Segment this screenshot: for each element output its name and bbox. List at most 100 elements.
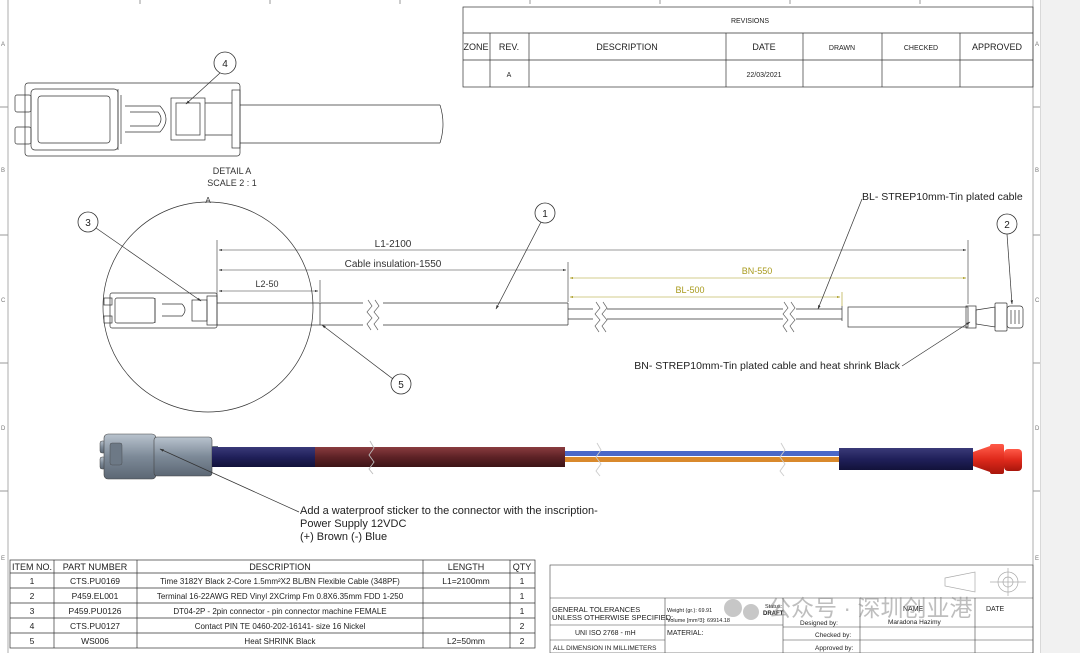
rev-header-zone: ZONE xyxy=(463,42,488,52)
tb-weight: Weight (gr.): 69.91 xyxy=(667,608,712,614)
detail-circle xyxy=(102,201,314,413)
dim-brown-label: BN-550 xyxy=(742,266,773,276)
balloon-3: 3 xyxy=(77,211,202,302)
bom-cell-desc: Contact PIN TE 0460-202-16141- size 16 N… xyxy=(195,622,366,631)
bom-cell-part: CTS.PU0169 xyxy=(70,576,120,586)
watermark: 公众号 · 深圳创业港 xyxy=(724,595,972,621)
balloon-4: 4 xyxy=(185,51,237,105)
balloon-2: 2 xyxy=(996,213,1018,305)
bom-cell-part: WS006 xyxy=(81,636,109,646)
rev-header-rev: REV. xyxy=(499,42,519,52)
title-block-text: GENERAL TOLERANCES UNLESS OTHERWISE SPEC… xyxy=(552,604,1004,652)
projection-symbol xyxy=(944,568,1026,596)
tol-dims: ALL DIMENSION IN MILLIMETERS xyxy=(553,645,657,652)
bom-cell-desc: Time 3182Y Black 2-Core 1.5mm²X2 BL/BN F… xyxy=(160,577,400,586)
callout-blue-leader xyxy=(817,198,863,310)
tol-iso: UNI ISO 2768 - mH xyxy=(575,630,636,637)
bom-row: 1 CTS.PU0169 Time 3182Y Black 2-Core 1.5… xyxy=(30,576,525,586)
bom-rows: 1 CTS.PU0169 Time 3182Y Black 2-Core 1.5… xyxy=(30,576,525,646)
dimension-lines xyxy=(216,240,969,304)
cable-outline xyxy=(217,299,1024,333)
bom-row: 2 P459.EL001 Terminal 16-22AWG RED Vinyl… xyxy=(30,591,525,601)
zone-letters: A B C D E A B C D E xyxy=(1,42,1040,562)
tb-volume: Volume [mm³3]: 69914.18 xyxy=(667,618,730,624)
bom-header-item: ITEM NO. xyxy=(12,562,52,572)
rev-header-approved: APPROVED xyxy=(972,42,1023,52)
bom-table xyxy=(9,559,536,649)
dim-insulation-label: Cable insulation-1550 xyxy=(345,259,442,270)
zone-letter: B xyxy=(1,168,5,174)
bom-cell-desc: DT04-2P - 2pin connector - pin connector… xyxy=(173,607,386,616)
tb-status-label: Status: xyxy=(765,604,783,610)
tb-checked: Checked by: xyxy=(815,632,851,639)
revisions-table xyxy=(462,6,1034,88)
revisions-title: REVISIONS xyxy=(731,18,769,25)
balloon-5-label: 5 xyxy=(398,380,404,391)
bom-cell-item: 3 xyxy=(30,606,35,616)
zone-letter: D xyxy=(1,426,6,432)
bom-row: 5 WS006 Heat SHRINK Black L2=50mm 2 xyxy=(30,636,525,646)
bom-cell-desc: Heat SHRINK Black xyxy=(244,637,316,646)
note-leader xyxy=(159,448,300,513)
right-panel-scrollbar[interactable] xyxy=(1040,0,1080,653)
rev-row-date: 22/03/2021 xyxy=(746,72,781,79)
tb-designed: Designed by: xyxy=(800,620,838,627)
bom-cell-length: L2=50mm xyxy=(447,636,485,646)
balloon-1-label: 1 xyxy=(542,209,548,220)
detail-circle-label: A xyxy=(205,196,211,205)
bom-row: 3 P459.PU0126 DT04-2P - 2pin connector -… xyxy=(30,606,525,616)
balloon-1: 1 xyxy=(495,202,556,310)
bom-cell-part: P459.PU0126 xyxy=(69,606,122,616)
note-line-3: (+) Brown (-) Blue xyxy=(300,531,387,543)
dim-strip-label: L2-50 xyxy=(255,279,278,289)
watermark-text: 公众号 · 深圳创业港 xyxy=(768,595,972,621)
bom-headers: ITEM NO. PART NUMBER DESCRIPTION LENGTH … xyxy=(12,562,531,572)
wire-dimension-lines xyxy=(569,276,967,306)
balloon-5: 5 xyxy=(321,324,412,395)
bom-row: 4 CTS.PU0127 Contact PIN TE 0460-202-161… xyxy=(30,621,525,631)
zone-letter: C xyxy=(1035,298,1040,304)
bom-cell-qty: 1 xyxy=(520,606,525,616)
bom-cell-qty: 2 xyxy=(520,636,525,646)
bom-cell-qty: 2 xyxy=(520,621,525,631)
title-block xyxy=(549,564,1034,653)
bom-header-length: LENGTH xyxy=(448,562,485,572)
zone-letter: C xyxy=(1,298,6,304)
detail-a-scale: SCALE 2 : 1 xyxy=(207,178,257,188)
rev-header-description: DESCRIPTION xyxy=(596,42,658,52)
connector-outline xyxy=(103,292,218,329)
zone-letter: D xyxy=(1035,426,1040,432)
tb-approved: Approved by: xyxy=(815,645,853,652)
bom-cell-item: 1 xyxy=(30,576,35,586)
drawing-canvas: A B C D E A B C D E REVISIONS ZONE REV. … xyxy=(0,0,1040,653)
bom-cell-qty: 1 xyxy=(520,576,525,586)
zone-letter: E xyxy=(1,556,5,562)
balloon-4-label: 4 xyxy=(222,59,228,70)
zone-letter: A xyxy=(1035,42,1039,48)
callout-brown-cable: BN- STREP10mm-Tin plated cable and heat … xyxy=(634,360,900,372)
bom-cell-item: 2 xyxy=(30,591,35,601)
callout-blue-cable: BL- STREP10mm-Tin plated cable xyxy=(862,191,1023,203)
bom-header-part: PART NUMBER xyxy=(63,562,128,572)
zone-letter: B xyxy=(1035,168,1039,174)
balloon-2-label: 2 xyxy=(1004,220,1010,231)
tb-status-value: DRAFT xyxy=(763,611,784,617)
tb-date-label: DATE xyxy=(986,606,1004,613)
detail-a-view xyxy=(14,82,444,157)
sheet-frame xyxy=(0,0,1040,653)
bom-cell-qty: 1 xyxy=(520,591,525,601)
dim-total-label: L1-2100 xyxy=(375,239,412,250)
rendered-cable-assembly xyxy=(99,433,1022,480)
bom-header-description: DESCRIPTION xyxy=(249,562,311,572)
bom-cell-desc: Terminal 16-22AWG RED Vinyl 2XCrimp Fm 0… xyxy=(157,592,404,601)
revisions-text: REVISIONS ZONE REV. DESCRIPTION DATE DRA… xyxy=(463,18,1022,79)
note-line-2: Power Supply 12VDC xyxy=(300,518,406,530)
rev-header-drawn: DRAWN xyxy=(829,45,855,52)
bom-header-qty: QTY xyxy=(513,562,532,572)
note-line-1: Add a waterproof sticker to the connecto… xyxy=(300,505,598,517)
bom-cell-part: P459.EL001 xyxy=(72,591,119,601)
tb-designer: Maradona Hazimy xyxy=(888,619,941,626)
zone-letter: A xyxy=(1,42,5,48)
bom-cell-length: L1=2100mm xyxy=(442,576,490,586)
